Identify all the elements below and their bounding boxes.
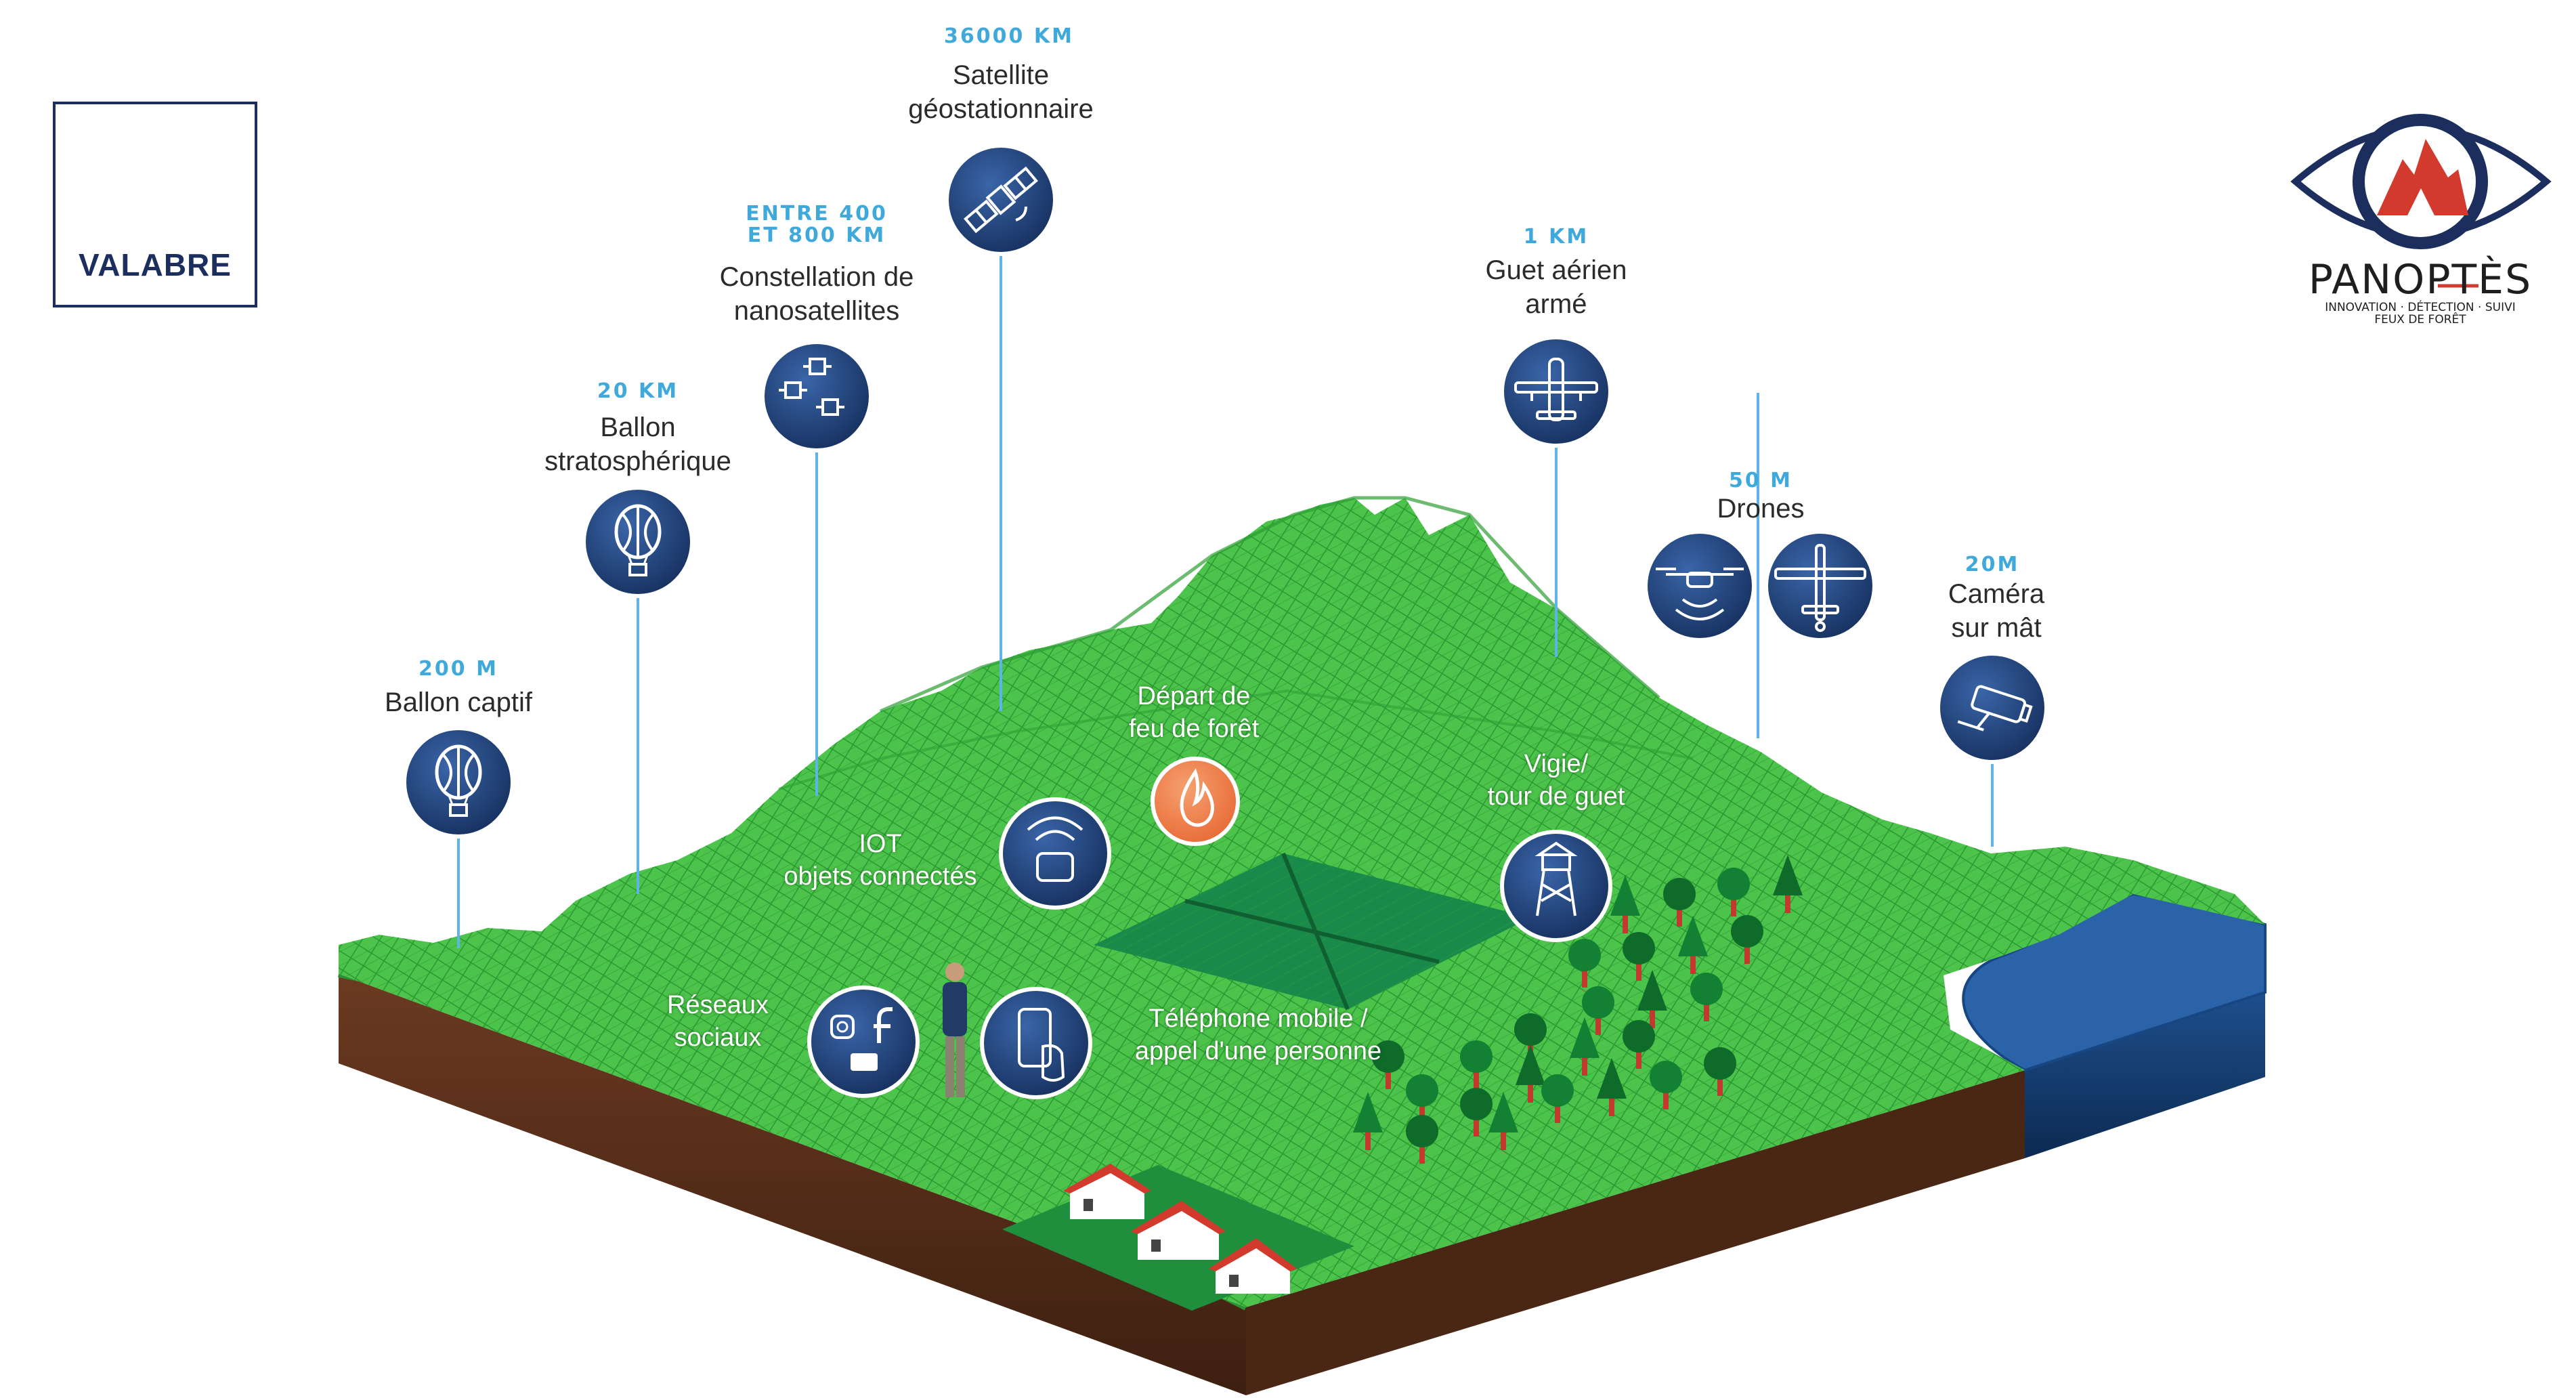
sensor-label-ballon-stratospherique: Ballon stratosphérique [544, 412, 731, 476]
tree [1541, 1074, 1574, 1123]
tree [1637, 970, 1667, 1028]
sensor-label-camera-mat: Caméra sur mât [1948, 579, 2045, 643]
forest [1353, 855, 1803, 1164]
tree [1717, 868, 1750, 916]
altitude-label: 36000 KM [944, 24, 1074, 48]
valabre-wordmark: VALABRE [79, 247, 232, 282]
panoptes-emblem [2290, 114, 2552, 288]
altitude-label: 20M [1965, 553, 2020, 576]
house [1209, 1238, 1297, 1294]
altitude-label: 200 M [418, 657, 498, 681]
tree [1623, 932, 1655, 981]
tree [1690, 973, 1723, 1021]
connector-lines [457, 240, 1994, 948]
house [1063, 1164, 1151, 1219]
tree [1663, 878, 1696, 927]
tree [1597, 1058, 1627, 1116]
panoptes-wordmark: PANOPTÈS [2308, 256, 2533, 303]
ground-label-iot: IOT objets connectés [783, 830, 977, 891]
ground-label-social: Réseaux sociaux [667, 991, 769, 1052]
fire-icon [1151, 757, 1240, 846]
wireless-device-icon [999, 797, 1111, 910]
plane-icon [1500, 335, 1612, 448]
sensor-label-drones: Drones [1717, 494, 1805, 524]
village [1002, 1164, 1354, 1311]
social-media-icon [807, 986, 920, 1098]
stratospheric-balloon-icon [582, 486, 694, 598]
altitude-label: 50 M [1728, 469, 1793, 492]
tree [1650, 1061, 1682, 1109]
sensor-label-satellite: Satellite géostationnaire [908, 60, 1094, 124]
tree [1488, 1092, 1518, 1150]
altitude-label: ENTRE 400 ET 800 KM [746, 202, 888, 247]
altitude-label: 1 KM [1523, 225, 1589, 249]
tree [1353, 1092, 1383, 1150]
tethered-balloon-icon [402, 726, 515, 839]
tree [1372, 1040, 1404, 1089]
altitude-label: 20 KM [597, 379, 679, 403]
tree [1406, 1074, 1438, 1123]
tree [1570, 1017, 1600, 1076]
crop-fields [1094, 852, 1530, 1011]
tree [1460, 1088, 1493, 1137]
panoptes-tagline: INNOVATION · DÉTECTION · SUIVI FEUX DE F… [2325, 301, 2516, 326]
tree [1678, 916, 1708, 974]
watchtower-icon [1500, 830, 1612, 942]
camera-icon [1936, 652, 2048, 764]
phone-icon [980, 987, 1092, 1099]
satellite-icon [945, 144, 1057, 256]
tree [1406, 1115, 1438, 1164]
ground-label-tower: Vigie/ tour de guet [1487, 750, 1625, 811]
person [943, 962, 967, 1097]
tree [1516, 1044, 1545, 1103]
house [1131, 1201, 1226, 1260]
nanosatellites-icon [760, 340, 873, 452]
tree [1623, 1020, 1655, 1069]
sensor-label-guet-aerien: Guet aérien armé [1485, 255, 1627, 319]
tree [1773, 855, 1803, 913]
ground-label-phone: Téléphone mobile / appel d'une personne [1134, 1004, 1382, 1065]
tree [1704, 1047, 1736, 1096]
tree [1610, 875, 1640, 933]
tree [1582, 986, 1614, 1035]
sensor-label-ballon-captif: Ballon captif [385, 687, 532, 717]
sensor-label-nanosatellites: Constellation de nanosatellites [719, 262, 914, 326]
ground-label-fire: Départ de feu de forêt [1128, 682, 1260, 743]
tree [1568, 939, 1601, 988]
tree [1731, 915, 1763, 964]
drones-icon [1644, 530, 1876, 642]
valabre-logo: VALABRE [53, 102, 257, 308]
tree [1460, 1040, 1493, 1089]
